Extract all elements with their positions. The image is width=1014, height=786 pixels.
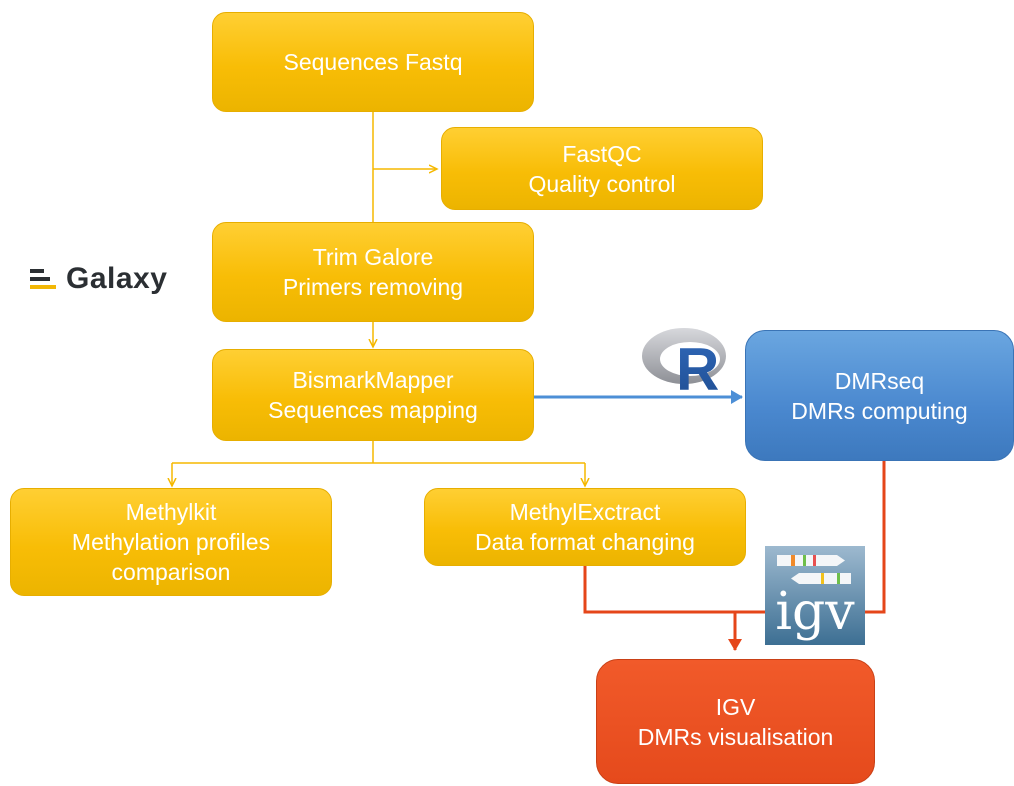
igv-node-title: IGV [715,693,756,720]
methyl-extract-title: MethylExctract [509,499,661,525]
fastqc-subtitle: Quality control [528,170,676,197]
bismark-mapper-subtitle: Sequences mapping [268,397,478,423]
dmrseq-node[interactable]: DMRseq DMRs computing [745,330,1014,461]
r-logo-letter: R [676,336,719,394]
methylkit-node[interactable]: Methylkit Methylation profiles compariso… [10,488,332,596]
r-logo-icon: R [642,328,726,394]
trim-galore-title: Trim Galore [312,244,434,270]
igv-logo-background [765,546,865,645]
galaxy-bars-icon [30,269,56,289]
sequences-fastq-node[interactable]: Sequences Fastq [212,12,534,112]
bismark-mapper-node[interactable]: BismarkMapper Sequences mapping [212,349,534,441]
dmrseq-subtitle: DMRs computing [791,397,968,424]
galaxy-wordmark: Galaxy [66,262,168,295]
methylkit-subtitle: Methylation profiles [71,529,271,555]
sequences-fastq-label: Sequences Fastq [283,49,463,75]
trim-galore-subtitle: Primers removing [282,274,464,300]
igv-node-subtitle: DMRs visualisation [637,723,834,750]
methylkit-subtitle-2: comparison [111,559,231,585]
fastqc-title: FastQC [562,140,642,167]
igv-logo-wordmark: igv [775,582,855,642]
igv-logo: igv [765,546,865,645]
bismark-mapper-title: BismarkMapper [292,367,454,393]
trim-galore-node[interactable]: Trim Galore Primers removing [212,222,534,322]
dmrseq-title: DMRseq [834,367,925,394]
methyl-extract-node[interactable]: MethylExctract Data format changing [424,488,746,566]
methyl-extract-subtitle: Data format changing [475,529,695,555]
galaxy-logo: Galaxy [30,262,167,296]
fastqc-node[interactable]: FastQC Quality control [441,127,763,210]
igv-node[interactable]: IGV DMRs visualisation [596,659,875,784]
methylkit-title: Methylkit [125,499,217,525]
